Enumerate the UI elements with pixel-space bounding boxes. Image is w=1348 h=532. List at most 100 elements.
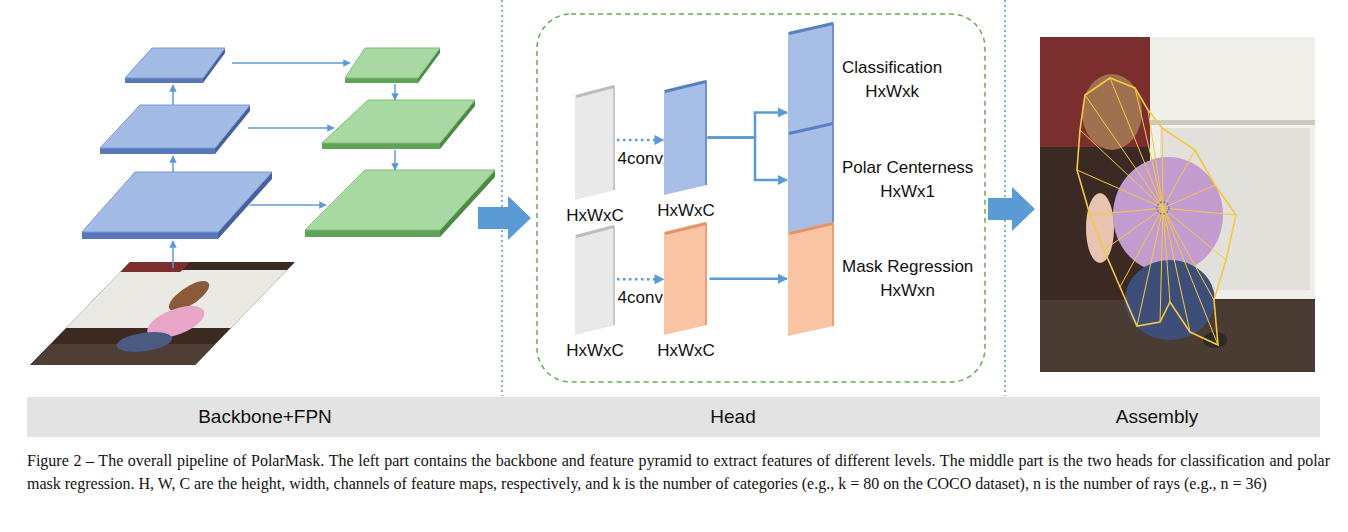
map-label: Polar Centerness	[842, 156, 973, 180]
slab-caption: ClassificationHxWxk	[842, 56, 942, 104]
slab-edge	[576, 87, 614, 97]
slab-face	[575, 85, 615, 200]
photo-figure	[1086, 193, 1114, 263]
fpn-plane	[322, 100, 475, 143]
plane-edge	[305, 230, 440, 237]
feature-slab	[575, 225, 615, 335]
section-title: Backbone+FPN	[198, 406, 332, 428]
plane-edge	[125, 78, 203, 83]
slab-face	[575, 225, 615, 335]
lateral-arrow	[250, 204, 326, 206]
slab-caption: HxWxC	[657, 199, 715, 223]
slab-face	[788, 22, 834, 138]
edge-label: 4conv	[618, 288, 663, 308]
map-size: HxWxk	[842, 80, 942, 104]
section-title: Assembly	[1116, 406, 1198, 428]
section-divider	[501, 0, 503, 396]
input-image	[30, 262, 295, 365]
photo-cabinet	[1150, 120, 1315, 125]
slab-edge	[832, 24, 834, 129]
photo-figure	[1082, 74, 1142, 150]
feature-slab	[575, 85, 615, 200]
slab-edge	[706, 82, 708, 186]
map-label: HxWxC	[657, 339, 715, 363]
downward-arrow	[394, 84, 396, 100]
conv-arrow	[617, 139, 664, 142]
slab-edge	[613, 227, 615, 326]
flow-arrow	[707, 112, 787, 137]
slab-edge	[613, 87, 615, 191]
lateral-arrow	[248, 127, 334, 129]
map-label: Classification	[842, 56, 942, 80]
slab-face	[788, 122, 834, 238]
slab-edge	[789, 224, 833, 234]
flow-arrow	[709, 278, 787, 281]
slab-edge	[576, 227, 614, 237]
slab-face	[664, 222, 707, 335]
plane-edge	[345, 78, 418, 83]
feature-map: ClassificationHxWxk	[788, 22, 942, 138]
slab-caption: Polar CenternessHxWx1	[842, 156, 973, 204]
slab-caption: Mask RegressionHxWxn	[842, 255, 973, 303]
mass-center	[1157, 202, 1169, 214]
photo-ground	[1040, 37, 1315, 372]
photo-shelf	[120, 262, 190, 272]
plane-edge	[82, 232, 218, 239]
map-label: HxWxC	[657, 199, 715, 223]
downward-arrow	[394, 150, 396, 170]
polar-rays	[1077, 78, 1236, 345]
slab-edge	[789, 24, 833, 34]
map-label: HxWxC	[566, 339, 624, 363]
photo-figure	[1113, 157, 1223, 273]
feature-slab	[788, 22, 834, 138]
photo-figure	[109, 332, 180, 352]
backbone-plane	[125, 48, 225, 78]
slab-face	[788, 222, 834, 336]
backbone-plane	[100, 105, 250, 148]
upward-arrow	[172, 156, 174, 172]
lateral-arrow	[232, 62, 350, 64]
backbone-plane	[82, 172, 272, 232]
edge-label: 4conv	[618, 149, 663, 169]
feature-map: HxWxC	[566, 225, 624, 363]
slab-caption: HxWxC	[657, 339, 715, 363]
map-label: HxWxC	[566, 204, 624, 228]
conv-arrow	[617, 278, 664, 281]
flow-arrow	[707, 138, 787, 181]
slab-face	[664, 80, 707, 195]
upward-arrow	[172, 241, 174, 268]
slab-edge	[832, 124, 834, 229]
section-band: Backbone+FPN Head Assembly	[27, 397, 1320, 437]
feature-map: Polar CenternessHxWx1	[788, 122, 973, 238]
assembly-image	[1040, 37, 1315, 372]
feature-map: Mask RegressionHxWxn	[788, 222, 973, 336]
feature-slab	[664, 80, 707, 195]
map-size: HxWx1	[842, 180, 973, 204]
backbone-pyramid	[82, 48, 272, 239]
feature-slab	[664, 222, 707, 335]
feature-slab	[788, 122, 834, 238]
polar-contour	[1077, 78, 1236, 345]
slab-edge	[665, 224, 706, 234]
fpn-plane	[345, 48, 440, 78]
upward-arrow	[172, 85, 174, 105]
photo-ground	[30, 262, 295, 365]
fpn-pyramid	[305, 48, 495, 237]
block-arrow	[988, 187, 1035, 231]
slab-caption: HxWxC	[566, 339, 624, 363]
feature-map: HxWxC	[657, 222, 715, 363]
head-container	[537, 14, 985, 382]
map-size: HxWxn	[842, 279, 973, 303]
fpn-plane	[305, 170, 495, 230]
slab-edge	[706, 224, 708, 326]
plane-edge	[100, 148, 215, 154]
map-label: Mask Regression	[842, 255, 973, 279]
feature-map: HxWxC	[566, 85, 624, 228]
feature-slab	[788, 222, 834, 336]
feature-map: HxWxC	[657, 80, 715, 223]
slab-edge	[832, 224, 834, 327]
slab-edge	[789, 124, 833, 134]
section-title: Head	[710, 406, 755, 428]
pyramid-arrows	[173, 63, 395, 268]
